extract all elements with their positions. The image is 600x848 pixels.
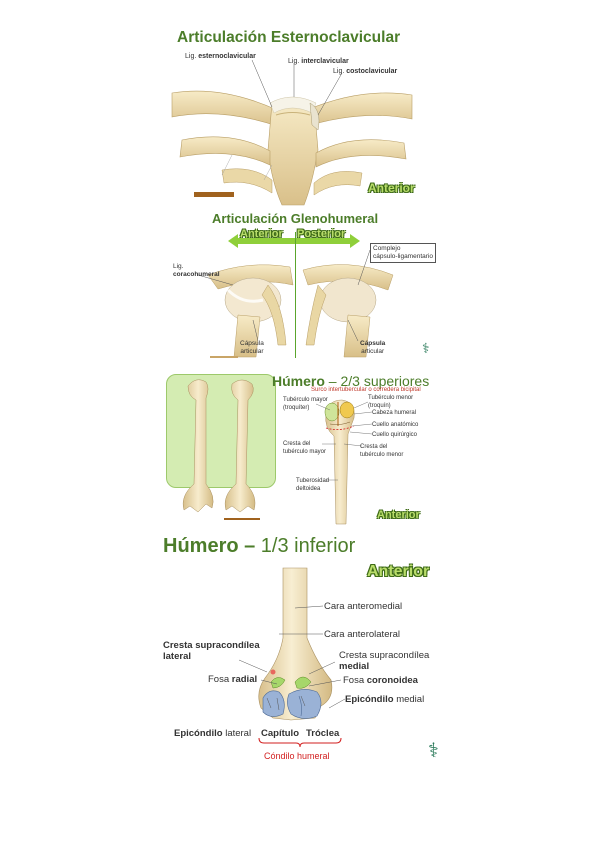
scale-bar bbox=[224, 518, 260, 520]
view-posterior: Posterior bbox=[297, 228, 345, 240]
section1-view-label: Anterior bbox=[368, 181, 415, 195]
section4-title: Húmero – 1/3 inferior bbox=[163, 535, 355, 558]
label-cara-anteromedial: Cara anteromedial bbox=[324, 601, 402, 612]
section2-title: Articulación Glenohumeral bbox=[212, 211, 378, 226]
section1-title: Articulación Esternoclavicular bbox=[177, 29, 400, 47]
condilo-bracket bbox=[258, 738, 342, 748]
label-fosa-coronoidea: Fosa coronoidea bbox=[343, 675, 418, 686]
humerus-full-illustration bbox=[176, 374, 266, 520]
label-lig-interclavicular: Lig. interclavicular bbox=[288, 58, 349, 66]
label-complejo: Complejo cápsulo-ligamentario bbox=[370, 243, 436, 263]
label-epicondilo-lateral: Epicóndilo lateral bbox=[174, 728, 251, 739]
label-surco-intertubercular: Surco intertubercular o corredera bicipi… bbox=[311, 386, 421, 394]
scale-bar bbox=[194, 192, 234, 197]
label-capsula-anterior: Cápsula articular bbox=[240, 340, 264, 356]
divider-line bbox=[295, 232, 296, 358]
label-lig-esternoclavicular: Lig. esternoclavicular bbox=[185, 53, 256, 61]
label-epicondilo-medial: Epicóndilo medial bbox=[345, 694, 424, 705]
scale-bar bbox=[210, 356, 238, 358]
caduceus-icon: ⚕ bbox=[428, 738, 439, 763]
section3-pointers bbox=[300, 398, 380, 488]
caduceus-icon: ⚕ bbox=[422, 340, 430, 357]
section4-view-label: Anterior bbox=[367, 563, 429, 581]
section3-view-label: Anterior bbox=[377, 509, 420, 521]
label-condilo-humeral: Cóndilo humeral bbox=[264, 751, 330, 762]
section4-pointers bbox=[205, 600, 345, 740]
label-fosa-radial: Fosa radial bbox=[208, 674, 257, 685]
label-cara-anterolateral: Cara anterolateral bbox=[324, 629, 400, 640]
label-lig-costoclavicular: Lig. costoclavicular bbox=[333, 68, 397, 76]
label-lig-coracohumeral: Lig.coracohumeral bbox=[173, 263, 220, 279]
view-anterior: Anterior bbox=[240, 228, 283, 240]
